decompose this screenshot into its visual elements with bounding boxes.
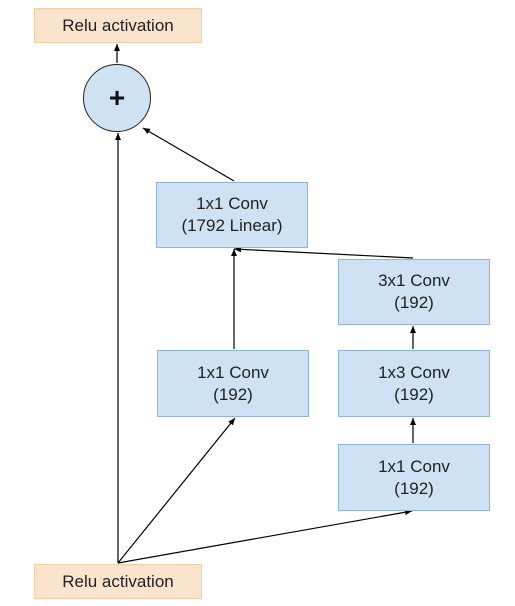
arrow-conv-1792-to-add: [142, 127, 235, 182]
conv-1x3-line1: 1x3 Conv: [378, 362, 450, 382]
conv-1792-line2: (1792 Linear): [181, 216, 283, 235]
conv-1x1-right-line1: 1x1 Conv: [378, 456, 450, 476]
plus-icon: +: [108, 82, 126, 113]
conv-1x1-left-line1: 1x1 Conv: [197, 362, 269, 382]
conv-3x1-line2: (192): [394, 293, 434, 312]
conv-1792-line1: 1x1 Conv: [196, 194, 268, 213]
conv-1x1-1792-linear: 1x1 Conv (1792 Linear): [156, 182, 308, 248]
conv-3x1-line1: 3x1 Conv: [378, 271, 450, 290]
add-node: +: [83, 64, 151, 132]
conv-3x1-192: 3x1 Conv (192): [338, 259, 490, 325]
arrow-relu-bottom-to-conv-1x1-left: [117, 417, 236, 564]
relu-top-label: Relu activation: [62, 15, 174, 35]
conv-1x1-192-left: 1x1 Conv (192): [157, 350, 309, 417]
conv-1x1-192-right: 1x1 Conv (192): [338, 444, 490, 511]
arrow-conv-3x1-to-conv-1792: [233, 246, 414, 259]
relu-activation-bottom: Relu activation: [34, 564, 202, 599]
relu-activation-top: Relu activation: [34, 8, 202, 43]
conv-1x3-line2: (192): [394, 384, 434, 404]
conv-1x3-192: 1x3 Conv (192): [338, 350, 490, 417]
conv-1x1-right-line2: (192): [394, 478, 434, 498]
relu-bottom-label: Relu activation: [62, 571, 174, 591]
conv-1x1-left-line2: (192): [213, 384, 253, 404]
arrow-relu-bottom-to-conv-1x1-right: [117, 509, 413, 564]
